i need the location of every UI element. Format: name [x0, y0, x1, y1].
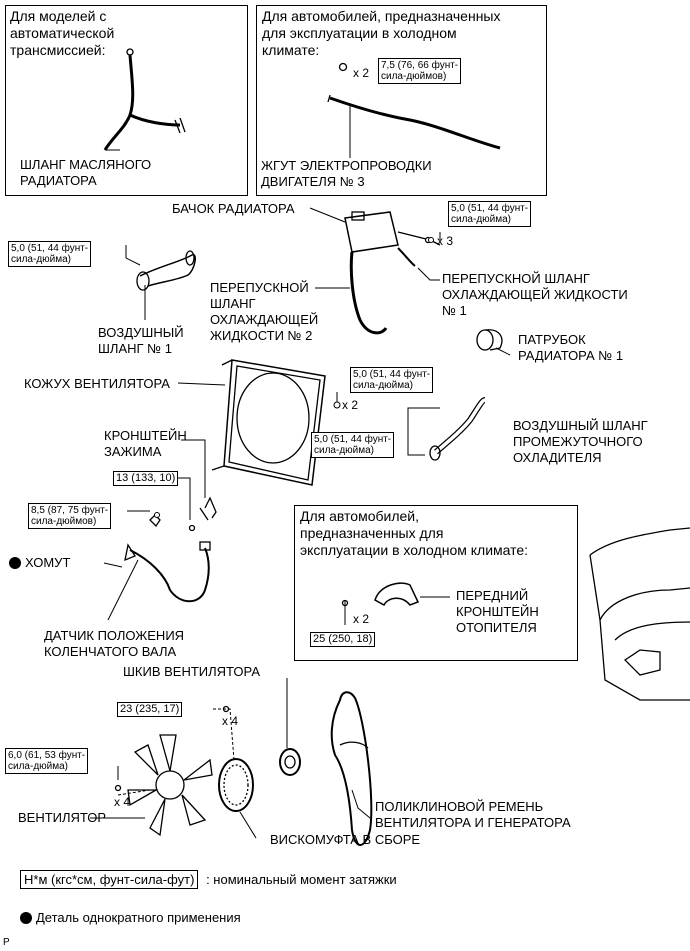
torque-legend-box: Н*м (кгс*см, фунт-сила-фут): [20, 870, 199, 889]
crank-sensor-label: ДАТЧИК ПОЛОЖЕНИЯ КОЛЕНЧАТОГО ВАЛА: [44, 628, 185, 659]
nonreusable-legend: Деталь однократного применения: [20, 910, 241, 925]
cold-climate-box-1: Для автомобилей, предназначенных для экс…: [256, 5, 547, 196]
fan-qty: x 4: [114, 795, 131, 809]
vehicle-outline-drawing: [589, 527, 690, 701]
radiator-inlet-label: ПАТРУБОК РАДИАТОРА № 1: [518, 332, 624, 363]
pulley-qty: x 4: [222, 714, 239, 728]
heater-bracket-qty: x 2: [353, 612, 370, 626]
crank-sensor-drawing: [124, 514, 211, 603]
clamp-bracket-label: КРОНШТЕЙН ЗАЖИМА: [104, 428, 187, 459]
heater-bracket-torque: 25 (250, 18): [310, 632, 376, 647]
oil-cooler-hose-drawing: [103, 48, 186, 151]
fluid-coupling-label: ВИСКОМУФТА В СБОРЕ: [270, 832, 421, 847]
cold-climate-box-2: Для автомобилей, предназначенных для экс…: [294, 505, 578, 661]
engine-wire-harness-label: ЖГУТ ЭЛЕКТРОПРОВОДКИ ДВИГАТЕЛЯ № 3: [261, 158, 432, 189]
harness-qty: x 2: [353, 66, 370, 80]
reservoir-qty: x 3: [437, 234, 454, 248]
intercooler-hose-drawing: [429, 397, 486, 461]
fan-shroud-drawing: [211, 359, 326, 486]
fan-pulley-label: ШКИВ ВЕНТИЛЯТОРА: [123, 664, 260, 679]
heater-bracket-label: ПЕРЕДНИЙ КРОНШТЕЙН ОТОПИТЕЛЯ: [456, 588, 539, 635]
belt-label: ПОЛИКЛИНОВОЙ РЕМЕНЬ ВЕНТИЛЯТОРА И ГЕНЕРА…: [375, 799, 571, 830]
oil-cooler-hose-label: ШЛАНГ МАСЛЯНОГО РАДИАТОРА: [20, 157, 152, 188]
nonreusable-legend-text: Деталь однократного применения: [36, 910, 241, 925]
pulley-torque: 23 (235, 17): [117, 702, 183, 717]
radiator-inlet-drawing: [476, 329, 503, 351]
wire-harness-drawing: [327, 62, 501, 150]
fan-shroud-label: КОЖУХ ВЕНТИЛЯТОРА: [24, 376, 170, 391]
intercooler-hose-torque: 5,0 (51, 44 фунт- сила-дюйма): [311, 432, 395, 458]
fan-label: ВЕНТИЛЯТОР: [18, 810, 107, 825]
air-hose-torque: 5,0 (51, 44 фунт- сила-дюйма): [8, 241, 92, 267]
cold-box-1-title: Для автомобилей, предназначенных для экс…: [262, 8, 501, 58]
automatic-transmission-box: Для моделей с автоматической трансмиссие…: [5, 5, 248, 196]
air-hose-1-label: ВОЗДУШНЫЙ ШЛАНГ № 1: [98, 325, 184, 356]
non-reusable-dot-icon: [9, 557, 21, 569]
harness-torque: 7,5 (76, 66 фунт- сила-дюймов): [378, 58, 462, 84]
clip-label: ХОМУТ: [9, 555, 70, 571]
cold-box-2-title: Для автомобилей, предназначенных для экс…: [300, 508, 529, 558]
shroud-torque: 5,0 (51, 44 фунт- сила-дюйма): [350, 367, 434, 393]
radiator-reservoir-drawing: [344, 211, 441, 335]
radiator-reservoir-label: БАЧОК РАДИАТОРА: [172, 201, 295, 216]
clamp-bracket-drawing: [188, 496, 217, 532]
figure-code: P: [3, 937, 10, 948]
fan-torque: 6,0 (61, 53 фунт- сила-дюйма): [5, 748, 89, 774]
intercooler-hose-label: ВОЗДУШНЫЙ ШЛАНГ ПРОМЕЖУТОЧНОГО ОХЛАДИТЕЛ…: [513, 418, 648, 465]
reservoir-torque: 5,0 (51, 44 фунт- сила-дюйма): [448, 201, 532, 227]
legend-dot-icon: [20, 912, 32, 924]
bypass-hose-1-label: ПЕРЕПУСКНОЙ ШЛАНГ ОХЛАЖДАЮЩЕЙ ЖИДКОСТИ №…: [442, 271, 628, 318]
sensor-torque: 8,5 (87, 75 фунт- сила-дюймов): [28, 503, 112, 529]
bypass-hose-2-label: ПЕРЕПУСКНОЙ ШЛАНГ ОХЛАЖДАЮЩЕЙ ЖИДКОСТИ №…: [210, 280, 319, 343]
belt-drawing: [330, 691, 373, 846]
at-box-title: Для моделей с автоматической трансмиссие…: [10, 8, 115, 58]
fan-pulley-drawing: [279, 748, 301, 776]
shroud-qty: x 2: [342, 398, 359, 412]
clamp-torque: 13 (133, 10): [113, 471, 179, 486]
torque-legend-text: : номинальный момент затяжки: [206, 872, 397, 887]
air-hose-1-drawing: [136, 250, 196, 291]
torque-legend: Н*м (кгс*см, фунт-сила-фут) : номинальны…: [20, 870, 397, 889]
clip-label-text: ХОМУТ: [25, 555, 71, 570]
fan-drawing: [114, 734, 213, 837]
